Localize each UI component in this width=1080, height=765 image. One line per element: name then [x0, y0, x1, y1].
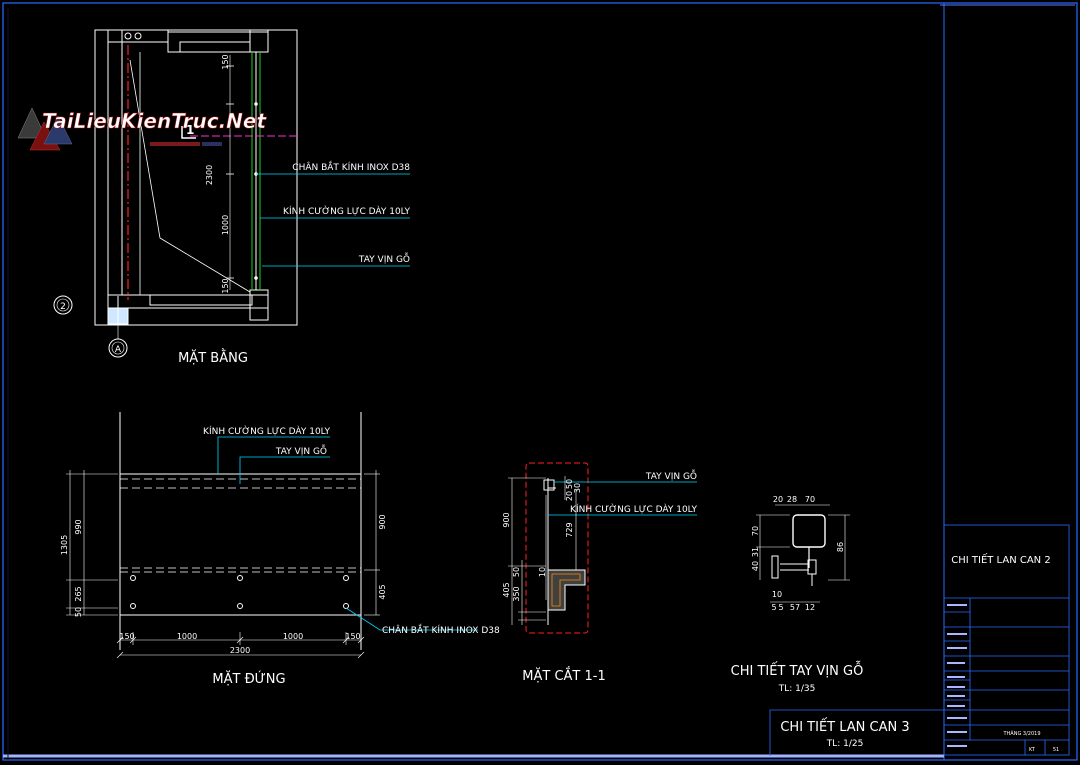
- elev-dim-left-1305: 1305: [60, 535, 69, 555]
- elevation-view: [66, 412, 478, 659]
- section-label-glass: KÍNH CƯỜNG LỰC DÀY 10LY: [570, 503, 697, 515]
- elev-label-handrail: TAY VỊN GỖ: [275, 444, 327, 457]
- elev-dim-left-990: 990: [74, 519, 83, 534]
- handrail-dim-top-70: 70: [805, 495, 815, 504]
- plan-dim-1000: 1000: [221, 215, 230, 235]
- handrail-dim-bottom-57: 57: [790, 603, 800, 612]
- section-dim-top-30: 30: [573, 483, 582, 493]
- handrail-detail: [756, 504, 850, 603]
- section-title: MẶT CẮT 1-1: [522, 667, 605, 684]
- handrail-dim-right-86: 86: [836, 542, 845, 552]
- plan-label-handrail: TAY VỊN GỖ: [358, 252, 410, 265]
- plan-view: [53, 29, 410, 358]
- sheet-scale: TL: 1/25: [826, 739, 864, 749]
- plan-title: MẶT BẰNG: [178, 349, 248, 366]
- title-block-code: KT: [1029, 747, 1036, 753]
- elev-dim-right-900: 900: [378, 514, 387, 529]
- section-dim-left-350: 350: [512, 586, 521, 601]
- elev-dim-left-265: 265: [74, 586, 83, 601]
- title-block-tiny-text: [947, 604, 967, 747]
- plan-label-glass: KÍNH CƯỜNG LỰC DÀY 10LY: [283, 205, 410, 217]
- title-block-name: CHI TIẾT LAN CAN 2: [951, 552, 1050, 566]
- handrail-dim-bottom-5b: 5: [778, 603, 783, 612]
- title-block-number: 51: [1053, 747, 1059, 753]
- elev-dim-right-405: 405: [378, 584, 387, 599]
- handrail-dim-bottom-12: 12: [805, 603, 815, 612]
- plan-dim-150-bottom: 150: [221, 278, 230, 293]
- elevation-title: MẶT ĐỨNG: [212, 671, 285, 687]
- elev-dim-total: 2300: [230, 646, 250, 655]
- section-label-handrail: TAY VỊN GỖ: [645, 469, 697, 482]
- plan-section-mark: 1: [186, 123, 194, 137]
- handrail-dim-left-31: 31: [751, 547, 760, 557]
- elev-label-glass: KÍNH CƯỜNG LỰC DÀY 10LY: [203, 425, 330, 437]
- plan-dim-150-top: 150: [221, 54, 230, 69]
- elev-dim-left-50: 50: [74, 607, 83, 617]
- handrail-title: CHI TIẾT TAY VỊN GỖ: [731, 661, 864, 679]
- watermark-text: TaiLieuKienTruc.Net: [42, 109, 267, 133]
- section-dim-10: 10: [538, 567, 547, 577]
- sheet-title-box: [769, 709, 944, 756]
- elev-dim-bottom-1000-right: 1000: [283, 632, 303, 641]
- elev-label-glass-clamp: CHÂN BẮT KÍNH INOX D38: [382, 623, 500, 636]
- section-dim-left-50: 50: [512, 567, 521, 577]
- sheet-title: CHI TIẾT LAN CAN 3: [780, 718, 909, 735]
- section-dim-729: 729: [565, 522, 574, 537]
- section-dim-top-20: 20: [565, 491, 574, 501]
- plan-axis-a: A: [115, 345, 122, 355]
- plan-axis-2: 2: [60, 302, 66, 312]
- plan-label-glass-clamp: CHÂN BẮT KÍNH INOX D38: [292, 160, 410, 173]
- section-dim-left-900: 900: [502, 512, 511, 527]
- section-view: [508, 462, 697, 634]
- watermark-logo: [17, 107, 222, 151]
- title-block: [943, 524, 1070, 756]
- handrail-dim-left-70: 70: [751, 526, 760, 536]
- handrail-dim-left-40: 40: [751, 561, 760, 571]
- elev-dim-bottom-1000-left: 1000: [177, 632, 197, 641]
- section-dim-top-50: 50: [565, 479, 574, 489]
- handrail-dim-top-20: 20: [773, 495, 783, 504]
- handrail-dim-bottom-10: 10: [772, 590, 782, 599]
- title-block-date: THÁNG 3/2019: [1002, 730, 1040, 737]
- elev-dim-bottom-150-left: 150: [119, 632, 134, 641]
- handrail-scale: TL: 1/35: [778, 684, 816, 694]
- handrail-dim-top-28: 28: [787, 495, 797, 504]
- handrail-dim-bottom-5a: 5: [771, 603, 776, 612]
- elev-dim-bottom-150-right: 150: [345, 632, 360, 641]
- section-dim-left-405: 405: [502, 582, 511, 597]
- plan-dim-2300: 2300: [205, 165, 214, 185]
